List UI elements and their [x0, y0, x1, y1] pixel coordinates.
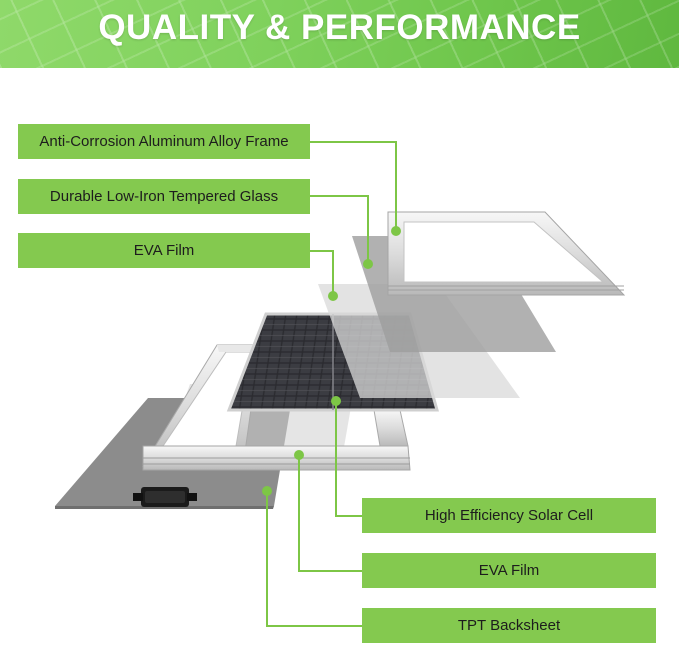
page-title: QUALITY & PERFORMANCE — [98, 8, 581, 47]
aluminum-frame-upper — [387, 211, 626, 296]
label-eva-film-top: EVA Film — [18, 233, 310, 268]
connector-backsheet — [266, 491, 362, 627]
dot-frame — [391, 226, 401, 236]
connector-eva-bottom — [298, 455, 362, 572]
label-eva-film-bottom: EVA Film — [362, 553, 656, 588]
dot-backsheet — [262, 486, 272, 496]
label-solar-cell: High Efficiency Solar Cell — [362, 498, 656, 533]
dot-cell — [331, 396, 341, 406]
connector-lines — [266, 141, 397, 627]
label-tempered-glass: Durable Low-Iron Tempered Glass — [18, 179, 310, 214]
connector-dots — [262, 226, 401, 496]
connector-eva-top — [310, 250, 334, 296]
connector-frame — [310, 141, 397, 231]
banner-solar-grid-pattern — [0, 0, 679, 68]
dot-eva-bottom — [294, 450, 304, 460]
dot-eva-top — [328, 291, 338, 301]
connector-cell — [335, 401, 362, 517]
junction-box-icon — [133, 487, 197, 507]
header-banner: QUALITY & PERFORMANCE — [0, 0, 679, 68]
connector-glass — [310, 195, 369, 264]
label-aluminum-frame: Anti-Corrosion Aluminum Alloy Frame — [18, 124, 310, 159]
label-tpt-backsheet: TPT Backsheet — [362, 608, 656, 643]
aluminum-frame-lower — [142, 344, 411, 471]
tpt-backsheet-edge — [55, 506, 274, 509]
dot-glass — [363, 259, 373, 269]
